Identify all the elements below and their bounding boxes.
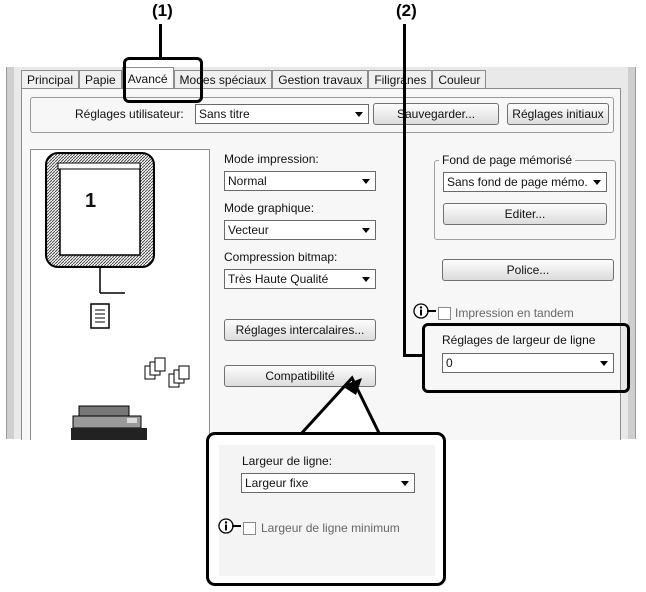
min-line-width-label: Largeur de ligne minimum <box>261 521 400 535</box>
bitmap-compression-value: Très Haute Qualité <box>228 272 329 286</box>
tab-avance[interactable]: Avancé <box>121 67 174 90</box>
callout-2-leader-horizontal <box>403 354 425 357</box>
zoom-popup-content: Largeur de ligne: Largeur fixe Largeur d… <box>218 445 435 576</box>
stored-background-group: Fond de page mémorisé Sans fond de page … <box>434 153 616 240</box>
collated-copies-icon <box>144 357 190 388</box>
defaults-button[interactable]: Réglages initiaux <box>507 103 609 125</box>
chevron-down-icon <box>362 228 370 233</box>
graphics-mode-value: Vecteur <box>228 223 269 237</box>
tandem-print-checkbox[interactable] <box>438 307 451 320</box>
insert-settings-button[interactable]: Réglages intercalaires... <box>224 319 376 341</box>
tab-gestion-travaux[interactable]: Gestion travaux <box>272 70 369 90</box>
chevron-down-icon <box>600 361 608 366</box>
chevron-down-icon <box>355 112 363 117</box>
callout-2-leader-vertical <box>403 24 406 357</box>
page-preview-icon <box>45 152 155 268</box>
compatibility-button[interactable]: Compatibilité <box>224 365 376 387</box>
tandem-print-label: Impression en tandem <box>455 306 574 320</box>
info-icon <box>413 303 436 319</box>
page-number: 1 <box>85 190 97 212</box>
chevron-down-icon <box>401 481 409 486</box>
print-mode-value: Normal <box>228 174 267 188</box>
tab-couleur[interactable]: Couleur <box>432 70 487 90</box>
print-mode-label: Mode impression: <box>224 152 319 166</box>
min-line-width-checkbox[interactable] <box>243 522 256 535</box>
font-button[interactable]: Police... <box>442 259 614 281</box>
line-width-settings-label: Réglages de largeur de ligne <box>442 333 596 347</box>
dialog-right-edge <box>628 67 635 439</box>
tab-principal[interactable]: Principal <box>21 70 80 90</box>
document-icon <box>90 303 110 329</box>
line-width-label: Largeur de ligne: <box>242 454 333 468</box>
zoom-popup: Largeur de ligne: Largeur fixe Largeur d… <box>206 432 446 586</box>
line-width-settings-select[interactable]: 0 <box>442 353 614 373</box>
preview-pane: 1 <box>30 149 210 440</box>
printer-icon <box>71 405 147 440</box>
stored-background-legend: Fond de page mémorisé <box>439 153 576 167</box>
user-settings-label: Réglages utilisateur: <box>75 107 184 121</box>
callout-2: (2) <box>396 1 417 20</box>
line-width-value: Largeur fixe <box>245 476 309 490</box>
edit-button[interactable]: Editer... <box>443 203 607 225</box>
line-width-settings-value: 0 <box>446 356 453 370</box>
stored-background-select[interactable]: Sans fond de page mémo. <box>443 172 607 192</box>
preview-graphics <box>45 152 190 440</box>
line-width-select[interactable]: Largeur fixe <box>241 473 415 493</box>
info-icon <box>218 518 241 534</box>
user-settings-value: Sans titre <box>199 107 250 121</box>
user-settings-select[interactable]: Sans titre <box>195 104 369 124</box>
save-button[interactable]: Sauvegarder... <box>373 103 499 125</box>
bitmap-compression-select[interactable]: Très Haute Qualité <box>224 269 376 289</box>
callout-1: (1) <box>152 1 173 20</box>
stored-background-value: Sans fond de page mémo. <box>447 175 588 189</box>
graphics-mode-select[interactable]: Vecteur <box>224 220 376 240</box>
chevron-down-icon <box>362 277 370 282</box>
bitmap-compression-label: Compression bitmap: <box>224 250 338 264</box>
user-settings-group: Réglages utilisateur: Sans titre Sauvega… <box>30 97 614 133</box>
graphics-mode-label: Mode graphique: <box>224 201 315 215</box>
tab-papier[interactable]: Papie <box>79 70 122 90</box>
callout-1-leader <box>159 24 162 58</box>
print-mode-select[interactable]: Normal <box>224 171 376 191</box>
tab-filigranes[interactable]: Filigranes <box>368 70 433 90</box>
chevron-down-icon <box>593 180 601 185</box>
tab-strip: Principal Papie Avancé Modes spéciaux Ge… <box>21 67 487 90</box>
dialog-left-edge <box>7 67 14 439</box>
chevron-down-icon <box>362 179 370 184</box>
line-width-settings-highlight <box>422 323 630 393</box>
avance-tab-highlight <box>123 57 203 103</box>
